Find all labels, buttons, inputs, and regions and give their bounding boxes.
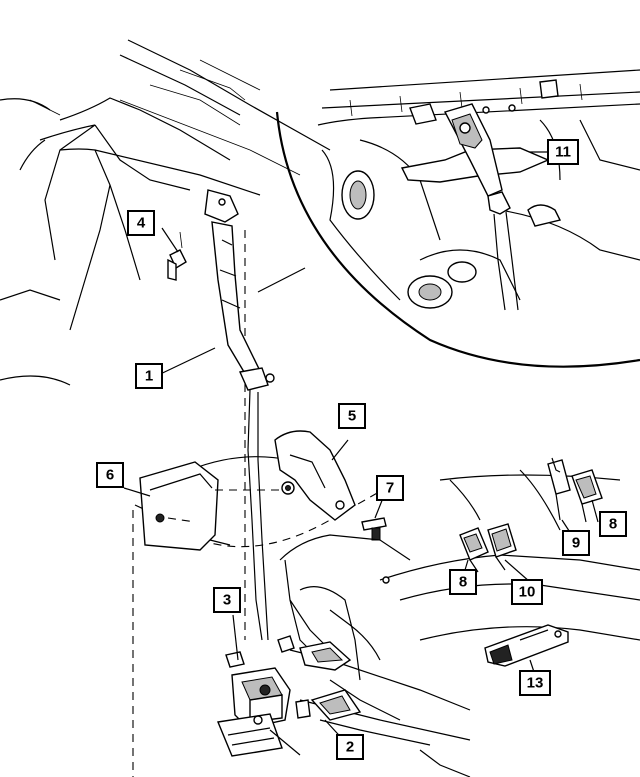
callout-2-label: 2 <box>346 739 354 756</box>
callout-8-front: 8 <box>449 569 477 595</box>
callout-4-label: 4 <box>137 215 146 232</box>
callout-13-label: 13 <box>527 675 544 692</box>
buckle-group-rear <box>547 457 603 523</box>
buckle-part-13 <box>484 624 569 667</box>
callout-3: 3 <box>213 587 241 613</box>
callout-10-label: 10 <box>519 584 536 601</box>
callout-11-label: 11 <box>555 144 571 161</box>
callout-1-label: 1 <box>145 368 153 385</box>
callout-5: 5 <box>338 403 366 429</box>
callout-8-rear-label: 8 <box>609 516 617 533</box>
callout-8-front-label: 8 <box>459 574 467 591</box>
buckle-group-front <box>459 523 517 573</box>
trim-cover-part-5 <box>274 430 356 521</box>
shoulder-belt-assembly <box>204 189 275 641</box>
screw-part-7 <box>361 517 387 541</box>
callout-7-label: 7 <box>386 480 394 497</box>
detail-inset <box>275 69 640 368</box>
callout-9-label: 9 <box>572 535 580 552</box>
callout-4: 4 <box>127 210 155 236</box>
callout-6: 6 <box>96 462 124 488</box>
callout-1: 1 <box>135 363 163 389</box>
retractor-assembly <box>217 635 311 757</box>
callout-6-label: 6 <box>106 467 114 484</box>
callout-7: 7 <box>376 475 404 501</box>
vehicle-body-outline <box>0 39 401 777</box>
callout-2: 2 <box>336 734 364 760</box>
callout-11: 11 <box>547 139 579 165</box>
callout-9: 9 <box>562 530 590 556</box>
callout-10: 10 <box>511 579 543 605</box>
bolt-part-4 <box>167 231 187 281</box>
callout-8-rear: 8 <box>599 511 627 537</box>
callout-3-label: 3 <box>223 592 231 609</box>
callout-13: 13 <box>519 670 551 696</box>
callout-5-label: 5 <box>348 408 356 425</box>
trim-cover-part-6 <box>139 461 285 551</box>
